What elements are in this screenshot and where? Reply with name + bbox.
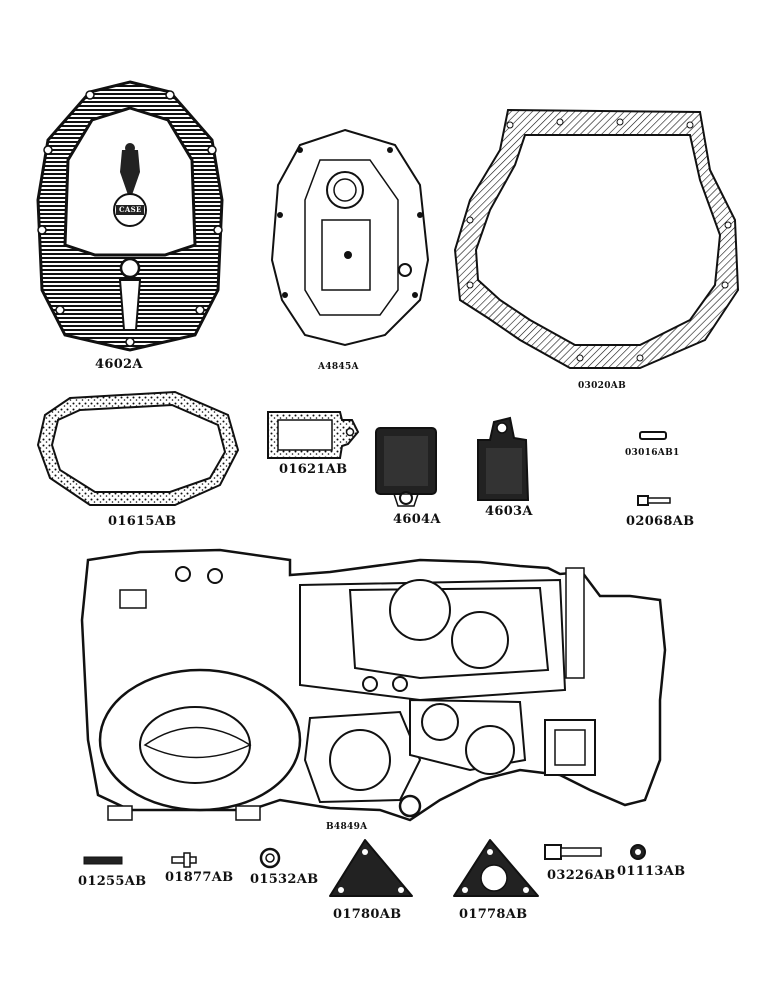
part-4603A-drawing [477,416,530,501]
part-01778AB-drawing [453,839,539,897]
label-01532AB: 01532AB [250,872,319,887]
eagle-emblem-text: CASE [119,205,142,214]
part-03226AB-drawing [544,844,602,860]
part-02068AB-drawing [637,495,671,506]
label-01778AB: 01778AB [459,907,528,922]
label-01615AB: 01615AB [108,514,177,529]
part-01255AB-drawing [83,856,123,865]
part-4602A-drawing [36,80,224,352]
part-01615AB-drawing [36,390,240,506]
label-4604A: 4604A [393,512,441,527]
part-01532AB-drawing [259,847,281,869]
part-A4845A-drawing [270,128,430,347]
part-03016AB1-drawing [639,431,667,440]
label-01877AB: 01877AB [165,870,234,885]
label-01621AB: 01621AB [279,462,348,477]
part-03020AB-drawing [453,108,740,369]
label-01255AB: 01255AB [78,874,147,889]
label-01780AB: 01780AB [333,907,402,922]
label-4602A: 4602A [95,357,143,372]
part-01113AB-drawing [630,844,646,860]
label-03016AB1: 03016AB1 [625,448,680,458]
label-A4845A: A4845A [318,362,359,372]
part-01621AB-drawing [267,411,360,459]
label-02068AB: 02068AB [626,514,695,529]
label-03020AB: 03020AB [578,381,627,391]
part-4604A-drawing [375,427,437,507]
part-01780AB-drawing [329,839,413,897]
label-B4849A: B4849A [326,822,368,832]
part-B4849A-drawing [80,548,667,822]
label-03226AB: 03226AB [547,868,616,883]
label-01113AB: 01113AB [617,864,686,879]
label-4603A: 4603A [485,504,533,519]
part-01877AB-drawing [171,852,197,868]
